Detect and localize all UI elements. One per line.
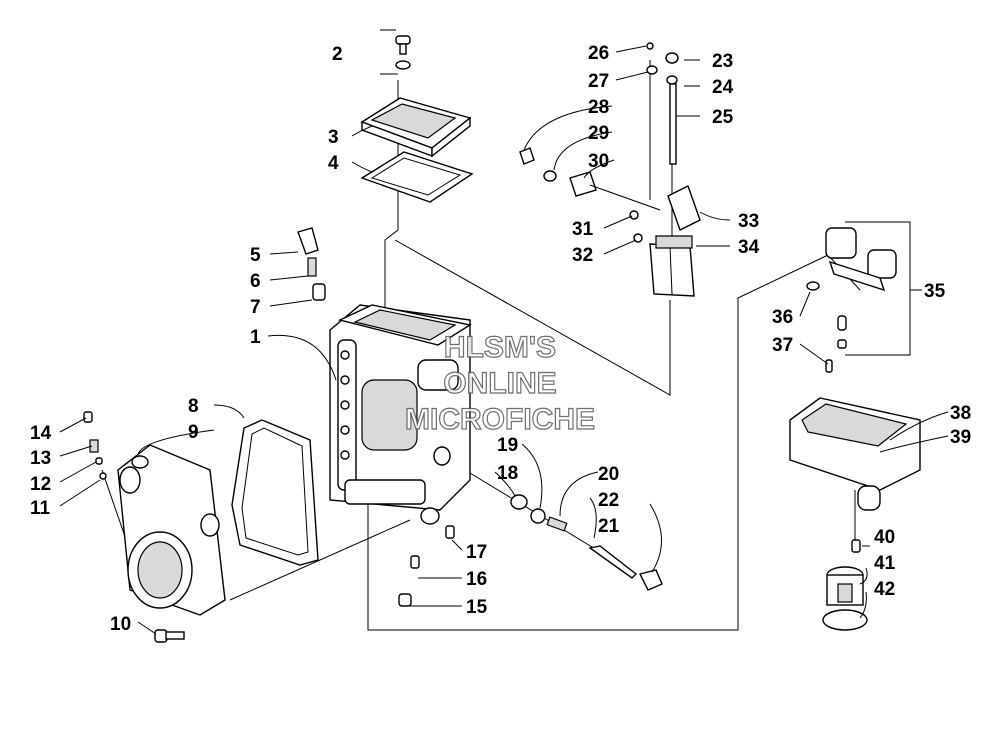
callout-36: 36 (772, 307, 793, 328)
throttle-parts-28-34 (519, 147, 701, 297)
gasket-part-4 (360, 151, 474, 203)
callout-32: 32 (572, 245, 593, 266)
callout-27: 27 (588, 71, 609, 92)
link-parts-23-27 (646, 42, 679, 165)
callout-3: 3 (328, 127, 339, 148)
callout-23: 23 (712, 51, 733, 72)
callout-35: 35 (924, 281, 946, 302)
callout-31: 31 (572, 219, 594, 240)
callout-13: 13 (30, 448, 51, 469)
watermark-line-3: MICROFICHE (405, 403, 595, 436)
callout-16: 16 (466, 569, 487, 590)
callout-40: 40 (874, 527, 895, 548)
float-bowl-parts-38-39 (789, 397, 921, 511)
callout-20: 20 (598, 464, 619, 485)
callout-1: 1 (250, 327, 261, 348)
callout-leaders (59, 29, 949, 635)
callout-8: 8 (188, 396, 199, 417)
watermark-line-2: ONLINE (443, 367, 556, 400)
float-bowl-cover-part-3 (360, 97, 472, 158)
callout-4: 4 (328, 153, 339, 174)
callout-34: 34 (738, 237, 760, 258)
callout-19: 19 (497, 435, 518, 456)
callout-labels: 2 3 4 5 6 7 1 8 9 10 11 12 13 14 15 16 1… (30, 43, 971, 635)
callout-18: 18 (497, 463, 518, 484)
callout-29: 29 (588, 123, 609, 144)
callout-14: 14 (30, 423, 52, 444)
bolt-part-10 (154, 629, 185, 643)
callout-37: 37 (772, 335, 793, 356)
callout-12: 12 (30, 474, 51, 495)
callout-28: 28 (588, 97, 609, 118)
callout-7: 7 (250, 297, 261, 318)
intake-adapter-part-9 (117, 444, 226, 616)
callout-30: 30 (588, 151, 609, 172)
callout-38: 38 (950, 403, 971, 424)
callout-42: 42 (874, 579, 895, 600)
callout-21: 21 (598, 516, 620, 537)
callout-9: 9 (188, 422, 199, 443)
callout-5: 5 (250, 245, 261, 266)
callout-15: 15 (466, 597, 488, 618)
gasket-part-8 (231, 419, 319, 566)
callout-24: 24 (712, 77, 734, 98)
callout-41: 41 (874, 553, 896, 574)
callout-10: 10 (110, 614, 131, 635)
watermark-line-1: HLSM'S (444, 331, 556, 364)
screw-parts-15-17 (398, 525, 455, 607)
callout-11: 11 (30, 498, 51, 519)
callout-22: 22 (598, 490, 619, 511)
callout-6: 6 (250, 271, 261, 292)
screw-parts-11-14 (83, 411, 107, 480)
callout-26: 26 (588, 43, 609, 64)
float-assembly-part-35 (806, 221, 911, 373)
watermark: HLSM'S ONLINE MICROFICHE (404, 330, 595, 436)
callout-17: 17 (466, 542, 487, 563)
callout-25: 25 (712, 107, 734, 128)
callout-2: 2 (332, 44, 343, 65)
jet-parts-5-6-7 (297, 227, 326, 301)
callout-39: 39 (950, 427, 971, 448)
callout-33: 33 (738, 211, 759, 232)
carburetor-body-part-1 (329, 304, 472, 525)
needle-parts-18-22 (510, 494, 663, 591)
screw-part-2 (395, 35, 411, 70)
drain-parts-40-42 (822, 539, 868, 631)
